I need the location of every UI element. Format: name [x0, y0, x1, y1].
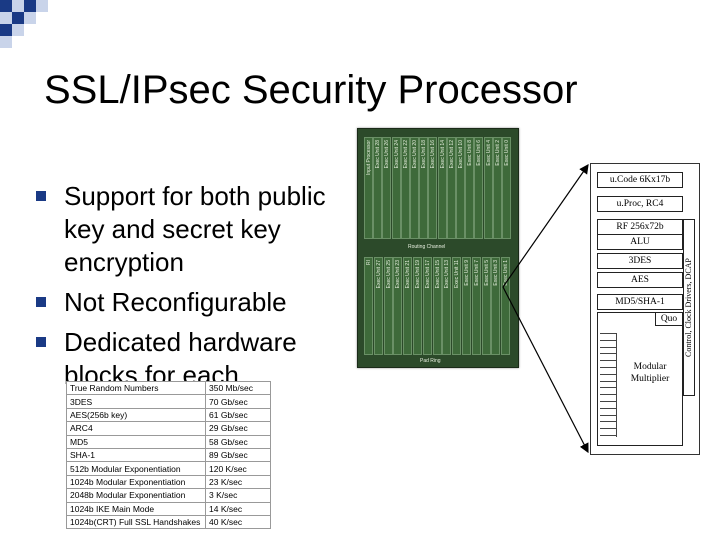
tick-mark — [600, 414, 616, 416]
exec-unit-column: Exec Unit 27 — [373, 257, 383, 355]
modular-multiplier-region: Modular Multiplier — [597, 312, 683, 446]
exec-unit-column: Exec Unit 17 — [422, 257, 432, 355]
throughput-cell: 40 K/sec — [205, 514, 271, 530]
exec-unit-column: Exec Unit 7 — [471, 257, 481, 355]
tick-mark — [600, 353, 616, 355]
exec-unit-column: Exec Unit 11 — [452, 257, 462, 355]
exec-unit-column: Exec Unit 23 — [393, 257, 403, 355]
bullet-list: Support for both public key and secret k… — [36, 180, 336, 392]
exec-unit-column: Exec Unit 13 — [442, 257, 452, 355]
arrow-to-diagram-bottom — [502, 286, 589, 454]
aes-block: AES — [597, 272, 683, 288]
block-diagram: u.Code 6Kx17b u.Proc, RC4 RF 256x72b ALU… — [590, 163, 700, 455]
tick-mark — [600, 373, 616, 375]
exec-unit-column: Exec Unit 6 — [474, 137, 484, 239]
tick-mark — [600, 401, 616, 402]
modular-multiplier-label: Modular Multiplier — [630, 362, 670, 384]
multiplier-array-ticks — [600, 333, 618, 443]
exec-unit-column: Exec Unit 15 — [432, 257, 442, 355]
exec-unit-column: Exec Unit 12 — [446, 137, 456, 239]
tick-mark — [600, 367, 616, 368]
routing-channel-label: Routing Channel — [408, 244, 446, 250]
exec-unit-column: Exec Unit 8 — [465, 137, 475, 239]
exec-unit-column: Exec Unit 14 — [437, 137, 447, 239]
bullet-text: Support for both public key and secret k… — [64, 181, 326, 277]
exec-unit-column: Exec Unit 26 — [382, 137, 392, 239]
tick-mark — [600, 435, 616, 436]
bullet-marker-icon — [36, 297, 46, 307]
exec-unit-column: Exec Unit 10 — [456, 137, 465, 239]
bullet-item: Support for both public key and secret k… — [36, 180, 336, 279]
3des-block: 3DES — [597, 253, 683, 269]
exec-unit-column: Exec Unit 28 — [373, 137, 383, 239]
exec-unit-column: Exec Unit 2 — [492, 137, 502, 239]
exec-unit-column: Exec Unit 25 — [383, 257, 393, 355]
tick-mark — [600, 387, 616, 389]
exec-unit-column: Exec Unit 4 — [483, 137, 493, 239]
bullet-item: Not Reconfigurable — [36, 286, 336, 319]
pad-ring-label: Pad Ring — [420, 358, 441, 364]
tick-mark — [600, 346, 616, 348]
exec-unit-column: Exec Unit 3 — [491, 257, 501, 355]
exec-unit-column: Input Processor — [364, 137, 373, 239]
exec-unit-column: RI — [364, 257, 373, 355]
bullet-text: Not Reconfigurable — [64, 287, 287, 317]
exec-unit-column: Exec Unit 20 — [410, 137, 419, 239]
exec-unit-column: Exec Unit 19 — [413, 257, 422, 355]
bullet-marker-icon — [36, 337, 46, 347]
exec-unit-column: Exec Unit 16 — [428, 137, 438, 239]
bullet-marker-icon — [36, 191, 46, 201]
arrow-to-diagram-top — [502, 164, 589, 288]
rf-block: RF 256x72b — [597, 219, 683, 235]
tick-mark — [600, 407, 616, 409]
chip-die-photo: Routing Channel Pad Ring Input Processor… — [357, 128, 519, 368]
slide-title: SSL/IPsec Security Processor — [44, 68, 578, 112]
tick-mark — [600, 339, 616, 341]
exec-unit-column: Exec Unit 5 — [481, 257, 491, 355]
exec-unit-column: Exec Unit 9 — [462, 257, 471, 355]
tick-mark — [600, 421, 616, 423]
tick-mark — [600, 333, 616, 334]
exec-unit-column: Exec Unit 24 — [391, 137, 401, 239]
exec-unit-column: Exec Unit 21 — [403, 257, 413, 355]
ucode-block: u.Code 6Kx17b — [597, 172, 683, 188]
uproc-block: u.Proc, RC4 — [597, 196, 683, 212]
exec-unit-column: Exec Unit 22 — [400, 137, 410, 239]
tick-mark — [600, 380, 616, 382]
exec-unit-column: Exec Unit 18 — [419, 137, 429, 239]
exec-unit-column: Exec Unit 0 — [502, 137, 511, 239]
tick-spine — [616, 333, 617, 437]
tick-mark — [600, 360, 616, 362]
exec-unit-column: Exec Unit 1 — [501, 257, 511, 355]
md5-sha1-block: MD5/SHA-1 — [597, 294, 683, 310]
tick-mark — [600, 428, 616, 430]
tick-mark — [600, 394, 616, 396]
alu-block: ALU — [597, 235, 683, 250]
